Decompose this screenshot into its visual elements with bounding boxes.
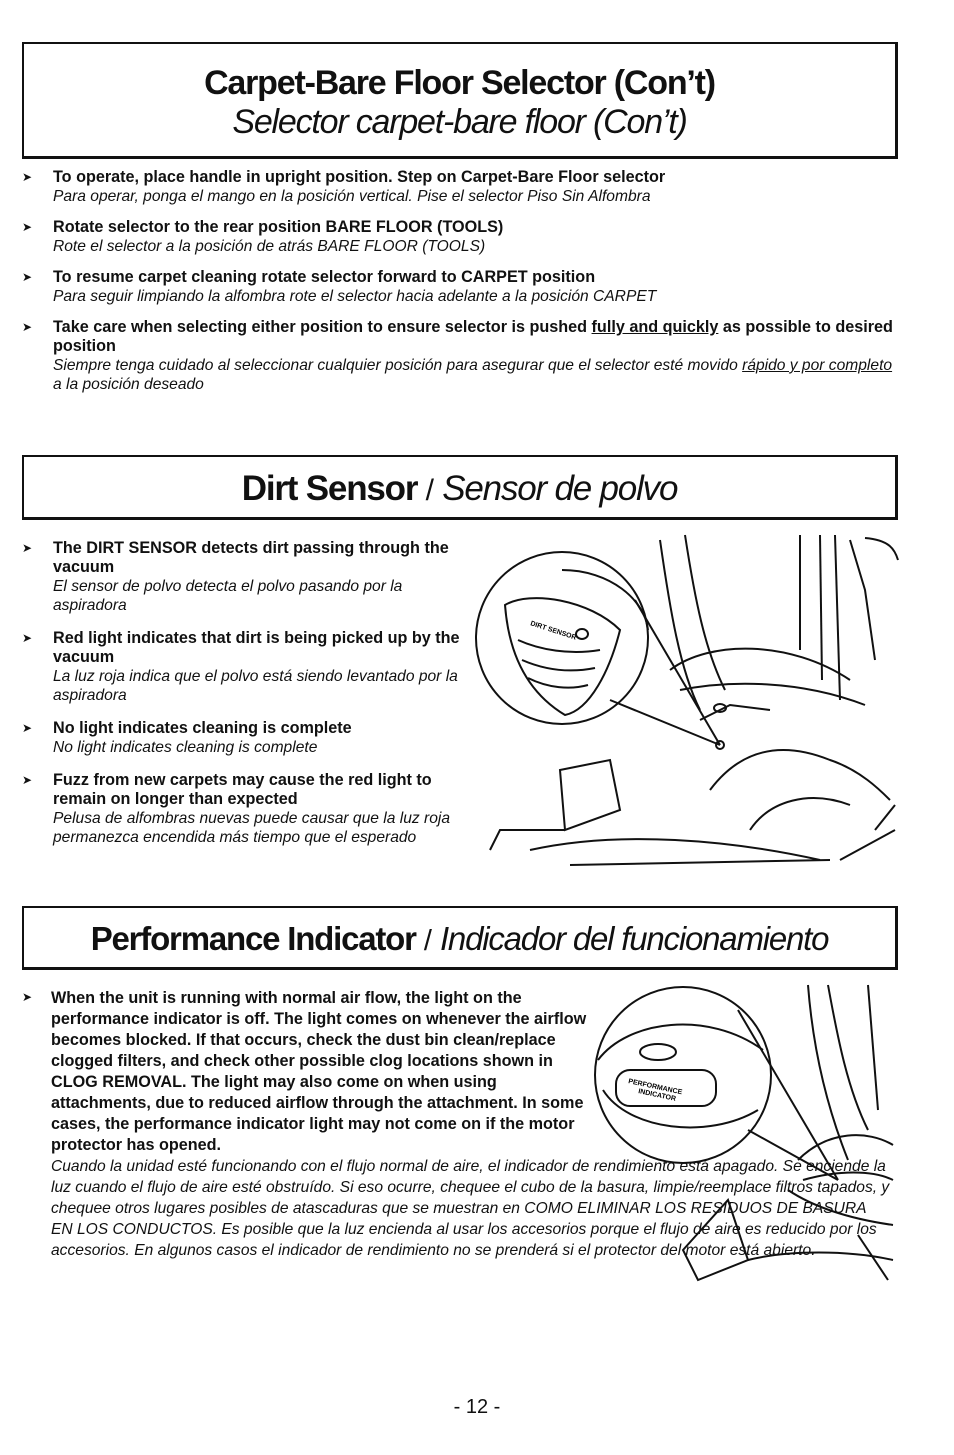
arrow-bullet-icon: ➤ <box>22 631 33 645</box>
arrow-bullet-icon: ➤ <box>22 220 33 234</box>
section3-item: ➤ When the unit is running with normal a… <box>22 989 890 1259</box>
section3-title-es: Indicador del funcionamiento <box>439 920 830 957</box>
arrow-bullet-icon: ➤ <box>22 990 33 1004</box>
list-item: ➤ To operate, place handle in upright po… <box>22 168 666 205</box>
section1-header: Carpet-Bare Floor Selector (Con’t) Selec… <box>22 42 898 159</box>
list-item: ➤ Rotate selector to the rear position B… <box>22 218 504 255</box>
list-item: ➤ Fuzz from new carpets may cause the re… <box>22 771 451 846</box>
list-item: ➤ The DIRT SENSOR detects dirt passing t… <box>22 539 449 614</box>
section2-title-es: Sensor de polvo <box>442 469 678 508</box>
page-number: - 12 - <box>453 1396 501 1418</box>
section1-title-es: Selector carpet-bare floor (Con’t) <box>232 103 687 141</box>
section1-list: ➤ To operate, place handle in upright po… <box>22 168 902 394</box>
dirt-sensor-illustration: DIRT SENSOR <box>475 534 899 866</box>
list-item: ➤ Take care when selecting either positi… <box>22 318 893 393</box>
list-item: ➤ Red light indicates that dirt is being… <box>22 629 460 704</box>
arrow-bullet-icon: ➤ <box>22 721 33 735</box>
arrow-bullet-icon: ➤ <box>22 773 33 787</box>
section3-title-en: Performance Indicator <box>90 920 417 957</box>
section2-header: Dirt Sensor / Sensor de polvo <box>22 455 898 520</box>
list-item: ➤ To resume carpet cleaning rotate selec… <box>22 268 657 305</box>
list-item: ➤ No light indicates cleaning is complet… <box>22 719 352 756</box>
arrow-bullet-icon: ➤ <box>22 270 33 284</box>
section2-list: ➤ The DIRT SENSOR detects dirt passing t… <box>22 539 462 847</box>
performance-indicator-illustration: PERFORMANCE INDICATOR <box>594 984 894 1282</box>
section2-title-en: Dirt Sensor <box>241 469 419 508</box>
arrow-bullet-icon: ➤ <box>22 541 33 555</box>
section3-header: Performance Indicator / Indicador del fu… <box>22 906 898 970</box>
arrow-bullet-icon: ➤ <box>22 320 33 334</box>
section1-title-en: Carpet-Bare Floor Selector (Con’t) <box>204 64 716 102</box>
arrow-bullet-icon: ➤ <box>22 170 33 184</box>
